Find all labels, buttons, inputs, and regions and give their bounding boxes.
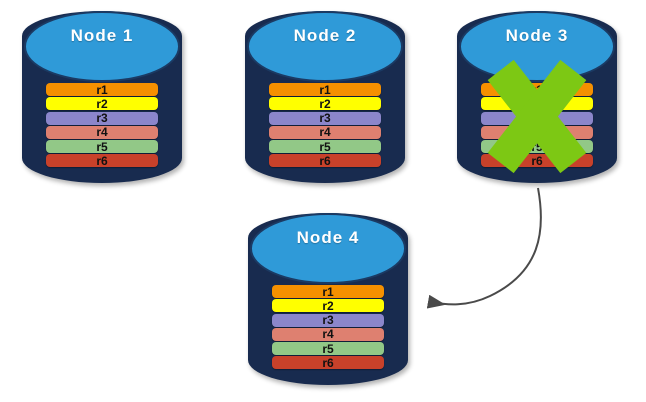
table-row[interactable]: r4 — [481, 125, 593, 140]
node-2-rows: r1 r2 r3 r4 r5 r6 — [269, 82, 381, 168]
row-label: r4 — [322, 327, 334, 342]
row-label: r2 — [531, 96, 543, 111]
row-label: r6 — [322, 355, 334, 370]
node-1-cylinder-top — [24, 11, 180, 82]
row-label: r4 — [319, 125, 331, 140]
node-3-rows: r1 r2 r3 r4 r5 r6 — [481, 82, 593, 168]
row-label: r5 — [322, 341, 334, 356]
row-label: r4 — [96, 125, 108, 140]
row-label: r3 — [322, 313, 334, 328]
table-row[interactable]: r6 — [269, 153, 381, 168]
replication-arrow-path — [426, 187, 542, 309]
table-row[interactable]: r3 — [481, 111, 593, 126]
row-label: r2 — [319, 96, 331, 111]
table-row[interactable]: r2 — [481, 96, 593, 111]
table-row[interactable]: r2 — [269, 96, 381, 111]
table-row[interactable]: r6 — [481, 153, 593, 168]
table-row[interactable]: r3 — [272, 313, 384, 328]
node-4[interactable]: Node 4 r1 r2 r3 r4 r5 r6 — [248, 213, 408, 385]
table-row[interactable]: r2 — [46, 96, 158, 111]
table-row[interactable]: r5 — [272, 341, 384, 356]
row-label: r2 — [322, 298, 334, 313]
row-label: r3 — [96, 111, 108, 126]
node-2-cylinder-top — [247, 11, 403, 82]
row-label: r1 — [319, 82, 331, 97]
node-4-rows: r1 r2 r3 r4 r5 r6 — [272, 284, 384, 370]
table-row[interactable]: r6 — [272, 355, 384, 370]
table-row[interactable]: r3 — [269, 111, 381, 126]
row-label: r1 — [96, 82, 108, 97]
table-row[interactable]: r3 — [46, 111, 158, 126]
table-row[interactable]: r5 — [481, 139, 593, 154]
row-label: r6 — [319, 153, 331, 168]
row-label: r3 — [319, 111, 331, 126]
row-label: r5 — [531, 139, 543, 154]
row-label: r1 — [322, 284, 334, 299]
node-1[interactable]: Node 1 r1 r2 r3 r4 r5 r6 — [22, 11, 182, 183]
row-label: r2 — [96, 96, 108, 111]
row-label: r3 — [531, 111, 543, 126]
table-row[interactable]: r1 — [269, 82, 381, 97]
row-label: r5 — [96, 139, 108, 154]
row-label: r6 — [96, 153, 108, 168]
table-row[interactable]: r6 — [46, 153, 158, 168]
table-row[interactable]: r2 — [272, 298, 384, 313]
node-3-cylinder-top — [459, 11, 615, 82]
table-row[interactable]: r4 — [46, 125, 158, 140]
table-row[interactable]: r4 — [269, 125, 381, 140]
node-1-rows: r1 r2 r3 r4 r5 r6 — [46, 82, 158, 168]
table-row[interactable]: r5 — [269, 139, 381, 154]
node-4-cylinder-top — [250, 213, 406, 284]
node-3[interactable]: Node 3 r1 r2 r3 r4 r5 r6 — [457, 11, 617, 183]
table-row[interactable]: r1 — [46, 82, 158, 97]
node-2[interactable]: Node 2 r1 r2 r3 r4 r5 r6 — [245, 11, 405, 183]
row-label: r1 — [531, 82, 543, 97]
row-label: r6 — [531, 153, 543, 168]
table-row[interactable]: r4 — [272, 327, 384, 342]
table-row[interactable]: r1 — [272, 284, 384, 299]
table-row[interactable]: r5 — [46, 139, 158, 154]
row-label: r4 — [531, 125, 543, 140]
table-row[interactable]: r1 — [481, 82, 593, 97]
row-label: r5 — [319, 139, 331, 154]
